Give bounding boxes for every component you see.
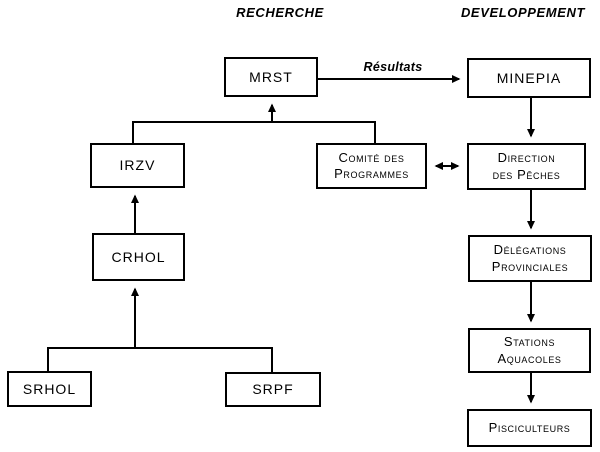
node-delegations-provinciales: Délégations Provinciales	[468, 235, 592, 282]
node-irzv: IRZV	[90, 143, 185, 188]
node-comite-label-line1: Comité des	[338, 149, 405, 165]
node-comite-label-line2: Programmes	[334, 166, 409, 181]
node-srpf: SRPF	[225, 372, 321, 407]
connector-irzv-comite-bus	[132, 121, 376, 143]
node-crhol-label: CRHOL	[111, 248, 166, 265]
node-srpf-label: SRPF	[252, 381, 294, 398]
node-direction-label-line2: des Pêches	[492, 166, 561, 182]
node-pisciculteurs: Pisciculteurs	[467, 409, 592, 447]
node-mrst: MRST	[224, 57, 318, 97]
node-direction-label-line1: Direction	[497, 150, 556, 166]
node-comite-des-programmes: Comité des Programmes	[316, 143, 427, 189]
node-crhol: CRHOL	[92, 233, 185, 281]
node-srhol: SRHOL	[7, 371, 92, 407]
node-stations-label-line2: Aquacoles	[497, 350, 562, 366]
node-delegations-label-line2: Provinciales	[491, 258, 569, 274]
node-pisciculteurs-label: Pisciculteurs	[488, 419, 571, 435]
node-delegations-label-line1: Délégations	[493, 242, 567, 258]
node-minepia-label: MINEPIA	[496, 69, 562, 86]
edge-label-resultats: Résultats	[363, 60, 423, 74]
node-stations-label-line1: Stations	[503, 334, 556, 350]
column-header-developpement: DEVELOPPEMENT	[460, 5, 586, 20]
node-irzv-label: IRZV	[119, 157, 156, 174]
node-mrst-label: MRST	[249, 68, 293, 85]
connector-srhol-srpf-bus	[47, 347, 273, 372]
node-direction-des-peches: Direction des Pêches	[467, 143, 586, 190]
node-srhol-label: SRHOL	[22, 380, 77, 397]
column-header-recherche: RECHERCHE	[236, 5, 324, 20]
node-minepia: MINEPIA	[467, 58, 591, 98]
node-stations-aquacoles: Stations Aquacoles	[468, 328, 591, 373]
